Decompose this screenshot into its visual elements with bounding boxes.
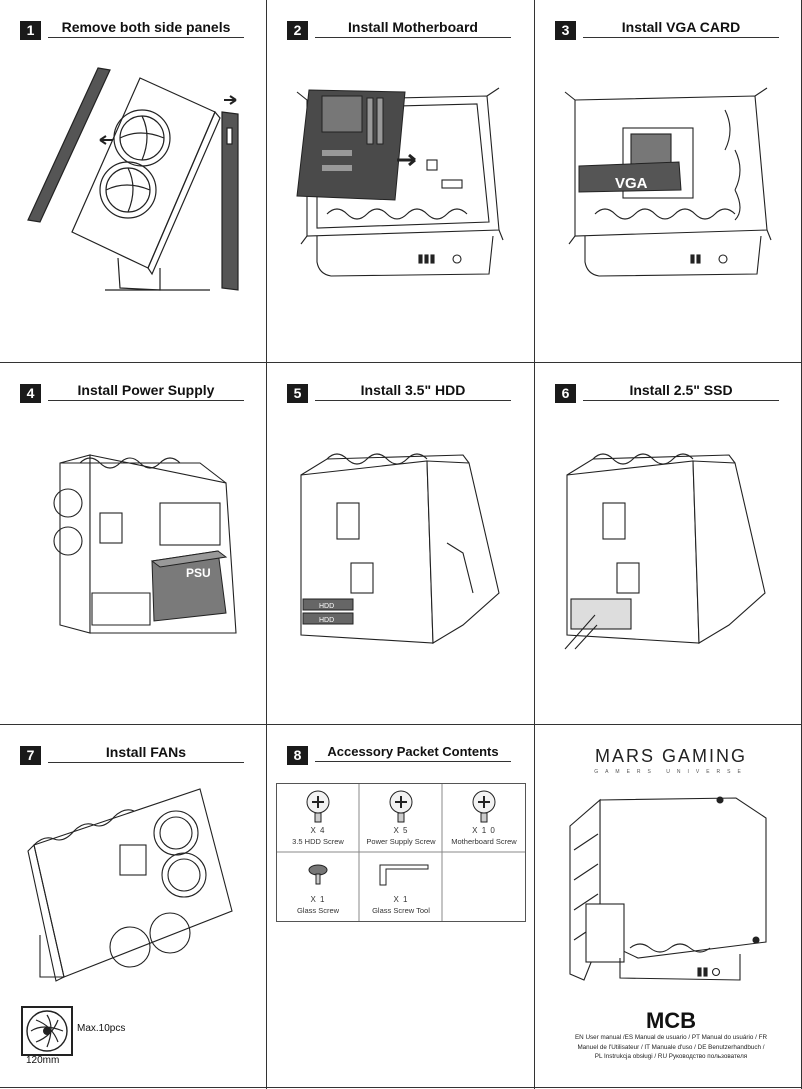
accessory-name: 3.5 HDD Screw	[292, 837, 344, 846]
step-title: Remove both side panels	[48, 19, 244, 38]
step-number: 1	[20, 21, 41, 40]
step-number: 4	[20, 384, 41, 403]
accessory-item: X 1 Glass Screw Tool	[360, 853, 442, 921]
motherboard-install-illustration	[296, 87, 504, 277]
step-6-panel: 6 Install 2.5" SSD	[535, 363, 802, 725]
step-title: Accessory Packet Contents	[315, 744, 511, 762]
step-number: 2	[287, 21, 308, 40]
step-title: Install 2.5" SSD	[583, 382, 779, 401]
step-4-panel: 4 Install Power Supply PSU	[0, 363, 267, 725]
step-number: 7	[20, 746, 41, 765]
accessory-qty: X 1	[310, 895, 326, 904]
step-7-panel: 7 Install FANs Max.10pcs 120mm	[0, 725, 267, 1087]
step-8-panel: 8 Accessory Packet Contents	[267, 725, 534, 1087]
accessory-qty: X 4	[310, 826, 326, 835]
glass-screw-tool-icon	[379, 864, 429, 886]
accessory-item: X 1 0 Motherboard Screw	[443, 784, 525, 852]
accessory-qty: X 5	[393, 826, 409, 835]
psu-screw-icon	[389, 790, 413, 823]
hdd-install-illustration: HDD HDD	[300, 453, 500, 644]
step-title: Install VGA CARD	[583, 19, 779, 38]
grid-divider	[0, 362, 802, 363]
step-header: 6 Install 2.5" SSD	[555, 382, 779, 405]
fan-install-illustration	[21, 788, 233, 1056]
hdd-label: HDD	[319, 617, 334, 624]
psu-label: PSU	[186, 566, 211, 580]
grid-divider	[266, 0, 267, 1089]
brand-tagline: GAMERS UNIVERSE	[594, 769, 748, 775]
accessory-item: X 1 Glass Screw	[277, 853, 359, 921]
manual-line: EN User manual /ES Manual de usuario / P…	[574, 1034, 768, 1041]
psu-install-illustration: PSU	[53, 454, 237, 634]
case-product-illustration	[569, 796, 767, 981]
step-header: 3 Install VGA CARD	[555, 19, 779, 42]
accessory-table: X 4 3.5 HDD Screw X 5 Power Supply Screw…	[276, 783, 526, 922]
manual-line: PL Instrukcja obsługi / RU Руководство п…	[594, 1053, 748, 1061]
accessory-qty: X 1 0	[472, 826, 496, 835]
vga-install-illustration: VGA	[564, 87, 772, 277]
step-2-panel: 2 Install Motherboard	[267, 0, 534, 362]
step-3-panel: 3 Install VGA CARD VGA	[535, 0, 802, 362]
vga-label: VGA	[615, 175, 648, 192]
fan-size-note: 120mm	[26, 1055, 60, 1066]
step-header: 4 Install Power Supply	[20, 382, 244, 405]
manual-languages: EN User manual /ES Manual de usuario / P…	[545, 1033, 797, 1062]
grid-divider	[0, 724, 802, 725]
accessory-qty: X 1	[393, 895, 409, 904]
hdd-screw-icon	[306, 790, 330, 823]
step-1-panel: 1 Remove both side panels	[0, 0, 267, 362]
accessory-name: Motherboard Screw	[451, 837, 517, 846]
step-number: 6	[555, 384, 576, 403]
fan-max-note: Max.10pcs	[77, 1023, 126, 1034]
step-header: 1 Remove both side panels	[20, 19, 244, 42]
step-title: Install FANs	[48, 744, 244, 763]
accessory-item: X 5 Power Supply Screw	[360, 784, 442, 852]
step-number: 5	[287, 384, 308, 403]
grid-divider	[0, 1087, 802, 1088]
step-title: Install Motherboard	[315, 19, 511, 38]
step-header: 8 Accessory Packet Contents	[287, 744, 511, 767]
glass-screw-icon	[308, 864, 328, 885]
accessory-name: Glass Screw Tool	[372, 906, 430, 915]
step-title: Install Power Supply	[48, 382, 244, 401]
model-name: MCB	[645, 1008, 697, 1033]
manual-line: Manuel de l'Utilisateur / IT Manuale d'u…	[577, 1043, 765, 1051]
brand-logo: MARS GAMING	[594, 746, 747, 766]
fan-icon	[21, 1006, 73, 1056]
accessory-table-grid	[277, 784, 525, 921]
ssd-install-illustration	[564, 453, 766, 650]
accessory-name: Power Supply Screw	[366, 837, 436, 846]
hdd-label: HDD	[319, 603, 334, 610]
accessory-item: X 4 3.5 HDD Screw	[277, 784, 359, 852]
grid-divider	[534, 0, 535, 1089]
side-panel-removal-illustration	[27, 67, 239, 291]
step-header: 7 Install FANs	[20, 744, 244, 767]
step-5-panel: 5 Install 3.5" HDD HDD HDD	[267, 363, 534, 725]
step-header: 5 Install 3.5" HDD	[287, 382, 511, 405]
step-number: 3	[555, 21, 576, 40]
step-title: Install 3.5" HDD	[315, 382, 511, 401]
brand-block: MARS GAMING GAMERS UNIVERSE	[540, 746, 802, 775]
motherboard-screw-icon	[472, 790, 496, 823]
accessory-name: Glass Screw	[296, 906, 340, 915]
step-number: 8	[287, 746, 308, 765]
step-header: 2 Install Motherboard	[287, 19, 511, 42]
